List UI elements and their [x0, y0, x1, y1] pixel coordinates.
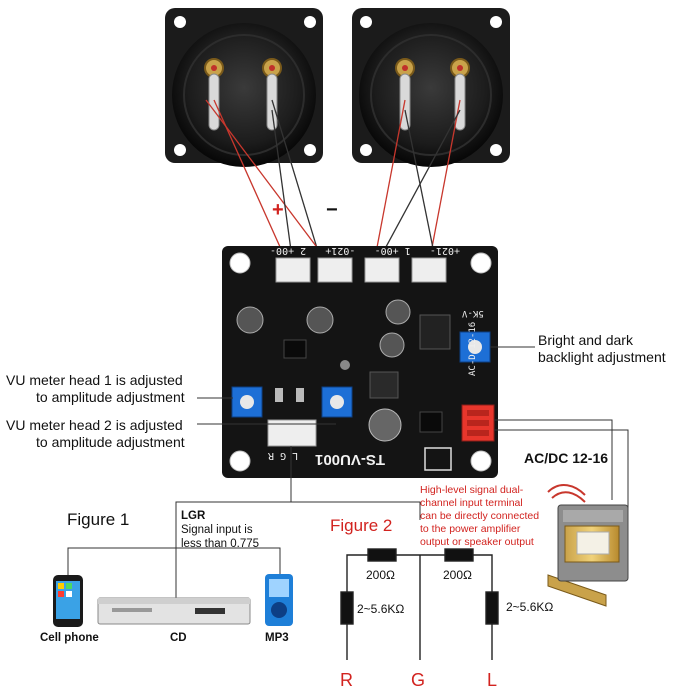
resistor-label-right: 2~5.6KΩ [506, 600, 554, 614]
connector-label-2: 1 +00- [374, 245, 411, 256]
plus-sign: + [272, 199, 284, 221]
figure-2-schematic [340, 548, 499, 660]
resistor-label-left: 2~5.6KΩ [357, 602, 405, 616]
board-connector-labels: +021- 1 +00- -021+ 2 +00- [270, 240, 460, 256]
board-input-label: L G R [268, 450, 299, 461]
cell-phone-label: Cell phone [40, 632, 99, 644]
mp3-label: MP3 [265, 632, 289, 644]
vu-meter-head-1 [165, 8, 323, 167]
cd-label: CD [170, 632, 187, 644]
terminal-l: L [487, 670, 498, 690]
transformer [547, 484, 629, 607]
terminal-r: R [340, 670, 353, 690]
figure-2-title: Figure 2 [330, 516, 393, 535]
head1-label: VU meter head 1 is adjusted to amplitude… [6, 372, 185, 405]
board-pot-label: 5K-V [462, 308, 484, 318]
resistor-label-top-left: 200Ω [366, 568, 395, 582]
figure-1-title: Figure 1 [67, 510, 130, 529]
minus-sign: − [326, 199, 338, 221]
cd-player-device [97, 597, 251, 625]
power-label: AC/DC 12-16 [524, 450, 609, 466]
resistor-label-top-right: 200Ω [443, 568, 472, 582]
vu-meter-head-2 [352, 8, 510, 167]
mp3-player-device [265, 574, 293, 626]
cell-phone-device [53, 575, 83, 627]
pcb-board [222, 246, 498, 478]
meter-wires [205, 99, 461, 259]
board-power-label: AC-D 12-16 [468, 321, 478, 376]
lgr-note: LGR Signal input is less than 0.775 [181, 510, 260, 550]
connector-label-1: +021- [429, 245, 460, 256]
terminal-g: G [411, 670, 426, 690]
connector-label-3: -021+ [325, 245, 356, 256]
high-level-input-note: High-level signal dual- channel input te… [420, 484, 540, 548]
leader-lines [67, 346, 629, 598]
head2-label: VU meter head 2 is adjusted to amplitude… [6, 417, 185, 450]
board-name: TS-VU001 [315, 451, 386, 468]
backlight-label: Bright and dark backlight adjustment [538, 332, 666, 365]
connector-label-4: 2 +00- [270, 245, 307, 256]
